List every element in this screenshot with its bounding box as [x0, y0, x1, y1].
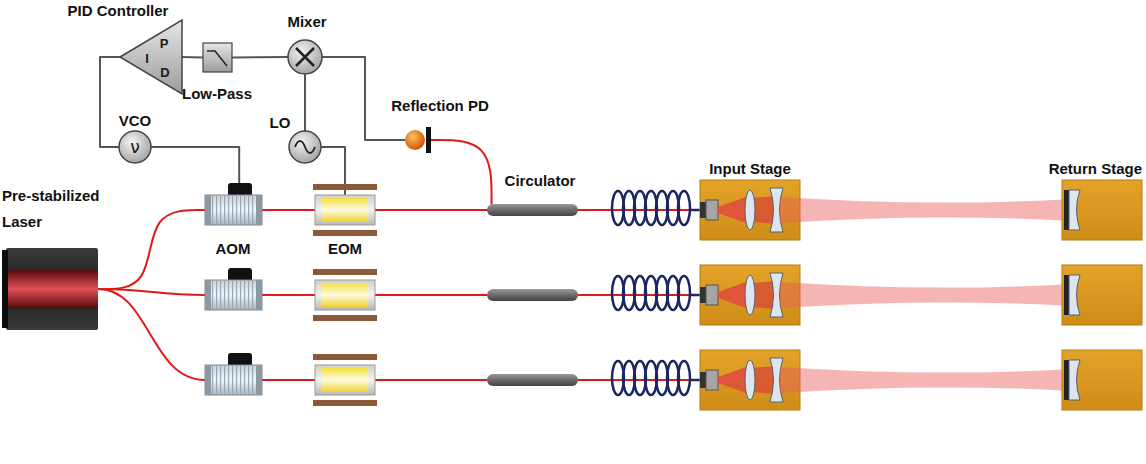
symbol-label: I — [145, 50, 149, 67]
component-node: PID ControllerPID — [120, 20, 182, 94]
low-pass-filter-symbol — [203, 43, 232, 72]
component-label: Pre-stabilized Laser — [2, 183, 114, 235]
component-node: Circulator — [487, 204, 578, 216]
mixer-cross — [296, 48, 314, 66]
interferometer-row — [205, 350, 1142, 410]
sine-wave — [295, 141, 315, 153]
component-node: Return Stage — [1062, 180, 1142, 240]
component-node: EOM — [315, 195, 375, 225]
interferometer-row — [205, 180, 1142, 240]
component-node: Low-Pass — [203, 43, 232, 72]
component-label: Mixer — [287, 13, 326, 30]
component-node: LO — [289, 131, 321, 163]
component-label: EOM — [328, 240, 362, 257]
interferometer-row — [205, 265, 1142, 325]
laser-beam-band — [6, 270, 98, 308]
laser-cap — [2, 250, 8, 328]
photodiode-symbol — [405, 130, 425, 150]
component-node: Pre-stabilized Laser — [6, 248, 98, 330]
component-node: Reflection PD — [405, 128, 431, 152]
component-label: PID Controller — [68, 2, 169, 19]
oscillator-symbol — [289, 131, 321, 163]
component-label: Reflection PD — [391, 97, 489, 114]
component-label: Return Stage — [1049, 160, 1142, 177]
component-label: AOM — [216, 240, 251, 257]
component-node: Input Stage — [700, 180, 800, 240]
signal-wire — [182, 56, 203, 59]
signal-wire — [232, 56, 288, 59]
symbol-label: D — [160, 64, 169, 81]
optical-fiber — [98, 210, 205, 289]
fiber — [98, 289, 205, 380]
optical-fiber — [431, 140, 492, 204]
component-label: LO — [270, 114, 291, 131]
component-node: Mixer — [288, 40, 322, 74]
component-label: Circulator — [505, 172, 576, 189]
component-label: VCO — [119, 112, 152, 129]
photodiode-back — [426, 127, 431, 153]
pid-amplifier-symbol — [120, 20, 182, 94]
signal-wire — [100, 57, 120, 147]
symbol-label: ν — [130, 137, 140, 157]
signal-wire — [304, 74, 306, 131]
component-node: VCOν — [119, 131, 151, 163]
signal-wire — [151, 147, 239, 195]
filter-response — [207, 51, 227, 66]
component-label: Input Stage — [709, 160, 791, 177]
component-node: AOM — [205, 195, 262, 225]
vco-symbol — [119, 131, 151, 163]
component-label: Low-Pass — [182, 85, 252, 102]
laser-body — [6, 248, 98, 330]
mixer-symbol — [288, 40, 322, 74]
symbol-label: P — [160, 35, 169, 52]
